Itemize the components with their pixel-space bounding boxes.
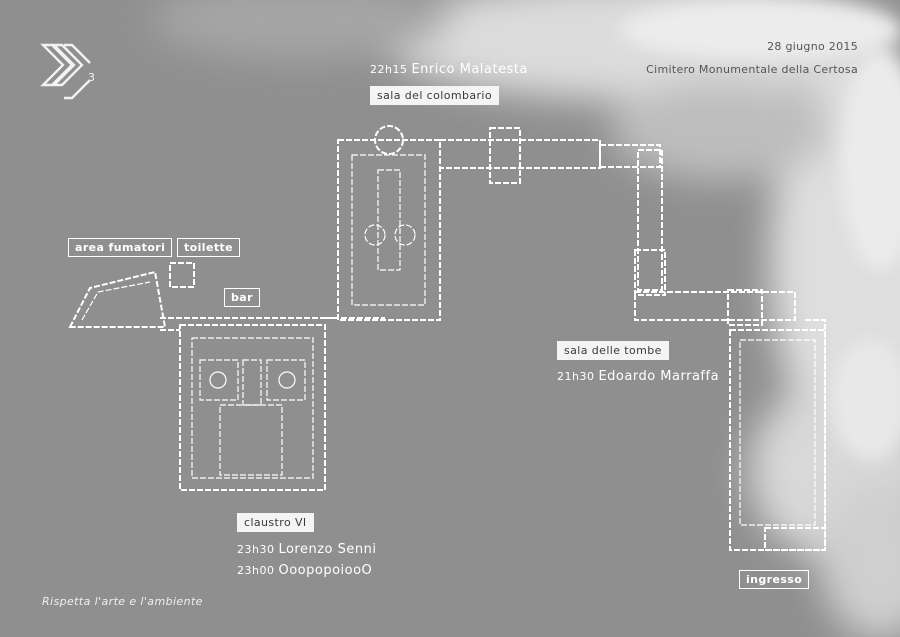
label-sala-colombario: sala del colombario [370,86,499,105]
footer-note: Rispetta l'arte e l'ambiente [42,595,203,608]
performance-artist: Lorenzo Senni [278,542,377,557]
performance-time: 23h00 [237,564,275,577]
label-bar: bar [224,288,260,307]
festival-logo-icon [40,43,91,100]
label-toilette: toilette [177,238,240,257]
label-claustro: claustro VI [237,513,314,532]
event-date: 28 giugno 2015 [767,40,858,53]
logo-edition-number: 3 [88,71,95,84]
event-venue: Cimitero Monumentale della Certosa [646,63,858,76]
performance-time: 22h15 [370,63,408,76]
performance-time: 23h30 [237,543,275,556]
performance-artist: Enrico Malatesta [411,62,528,77]
label-area-fumatori: area fumatori [68,238,173,257]
label-ingresso: ingresso [739,570,810,589]
performance-artist: OoopopoiooO [278,563,373,578]
label-sala-tombe: sala delle tombe [557,341,669,360]
performance-artist: Edoardo Marraffa [598,369,720,384]
performance-time: 21h30 [557,370,595,383]
